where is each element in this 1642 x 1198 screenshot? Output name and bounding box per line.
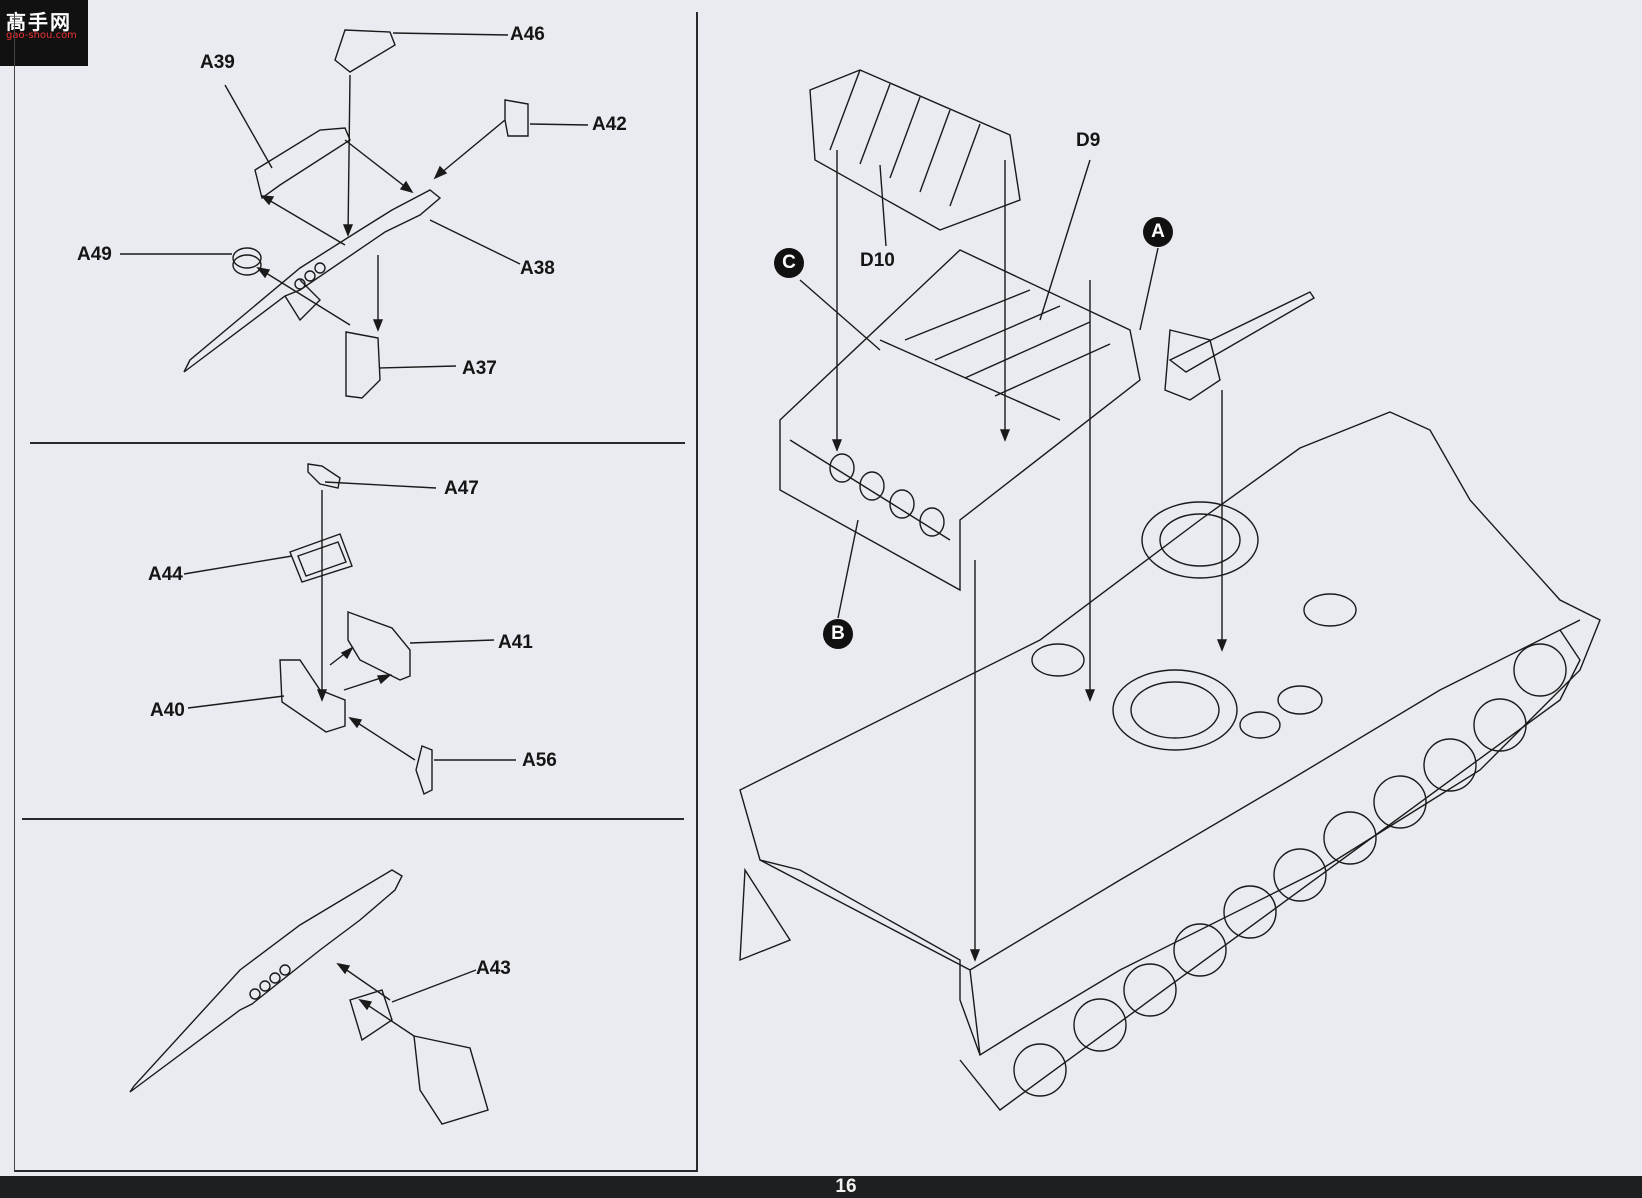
part-label-d10: D10 bbox=[860, 250, 895, 271]
page-number: 16 bbox=[818, 1176, 874, 1198]
assembly-marker-b: B bbox=[823, 619, 853, 649]
part-label-a41: A41 bbox=[498, 632, 533, 653]
part-label-a39: A39 bbox=[200, 52, 235, 73]
part-label-a37: A37 bbox=[462, 358, 497, 379]
step2-ammo-box-drawing bbox=[183, 463, 516, 795]
part-label-a42: A42 bbox=[592, 114, 627, 135]
part-label-a56: A56 bbox=[522, 750, 557, 771]
vehicle-hull-drawing bbox=[739, 69, 1601, 1111]
part-label-a49: A49 bbox=[77, 244, 112, 265]
part-label-a46: A46 bbox=[510, 24, 545, 45]
divider-step1-step2 bbox=[30, 442, 685, 444]
divider-step2-step3 bbox=[22, 818, 684, 820]
assembly-marker-a: A bbox=[1143, 217, 1173, 247]
part-label-a38: A38 bbox=[520, 258, 555, 279]
part-label-a47: A47 bbox=[444, 478, 479, 499]
part-label-a43: A43 bbox=[476, 958, 511, 979]
part-label-d9: D9 bbox=[1076, 130, 1101, 151]
sub-assembly-panel bbox=[14, 12, 698, 1172]
watermark-name: 高手网 bbox=[6, 10, 72, 34]
part-label-a40: A40 bbox=[150, 700, 185, 721]
assembly-marker-c: C bbox=[774, 248, 804, 278]
step1-gun-drawing bbox=[120, 29, 589, 399]
watermark-url: gao-shou.com bbox=[6, 30, 77, 41]
step3-gun-drawing bbox=[129, 869, 489, 1125]
part-label-a44: A44 bbox=[148, 564, 183, 585]
